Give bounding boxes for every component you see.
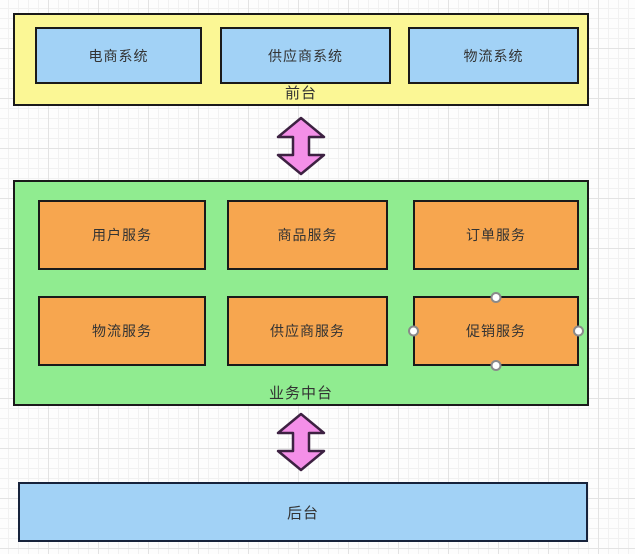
node-supplier-service[interactable]: 供应商服务	[227, 296, 388, 366]
node-label: 订单服务	[466, 228, 526, 244]
node-supplier-system[interactable]: 供应商系统	[220, 27, 391, 84]
node-promotion-service[interactable]: 促销服务	[408, 292, 584, 371]
node-label: 用户服务	[92, 228, 152, 244]
double-arrow-front-middle[interactable]	[274, 116, 328, 176]
node-label: 促销服务	[466, 324, 526, 340]
double-arrow-icon	[276, 412, 326, 472]
node-label: 后台	[286, 503, 319, 522]
node-label: 商品服务	[277, 228, 338, 244]
node-product-service[interactable]: 商品服务	[227, 200, 388, 270]
selection-handle-top[interactable]	[490, 292, 502, 303]
node-label: 供应商服务	[270, 324, 345, 340]
node-ecommerce-system[interactable]: 电商系统	[35, 27, 202, 84]
selection-handle-right[interactable]	[573, 325, 584, 337]
node-label: 物流服务	[92, 324, 152, 340]
selection-handle-left[interactable]	[408, 325, 419, 337]
node-label: 供应商系统	[268, 48, 343, 65]
front-container-label: 前台	[284, 84, 317, 102]
front-container[interactable]: 电商系统 供应商系统 物流系统 前台	[13, 13, 589, 106]
selection-handle-bottom[interactable]	[490, 360, 502, 371]
node-label: 物流系统	[463, 48, 524, 65]
node-order-service[interactable]: 订单服务	[413, 200, 579, 270]
middle-platform-container[interactable]: 用户服务 商品服务 订单服务 物流服务 供应商服务 促销服务 业务中台	[13, 180, 589, 406]
node-user-service[interactable]: 用户服务	[38, 200, 206, 270]
double-arrow-icon	[276, 116, 326, 176]
double-arrow-middle-back[interactable]	[274, 412, 328, 472]
node-logistics-service[interactable]: 物流服务	[38, 296, 206, 366]
middle-container-label: 业务中台	[268, 384, 333, 402]
node-label: 电商系统	[88, 48, 149, 65]
node-logistics-system[interactable]: 物流系统	[408, 27, 579, 84]
node-back-office[interactable]: 后台	[18, 482, 588, 542]
